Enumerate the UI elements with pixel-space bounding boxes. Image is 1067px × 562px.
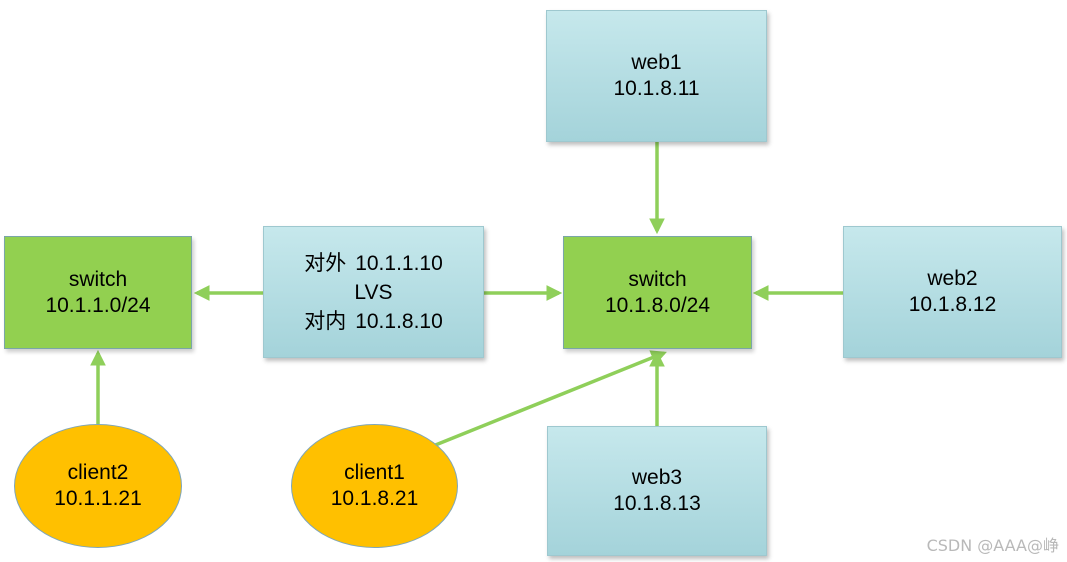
left-switch: switch 10.1.1.0/24 — [4, 236, 192, 349]
lvs-outer-ip: 10.1.1.10 — [355, 251, 443, 275]
web3-server: web3 10.1.8.13 — [547, 426, 767, 556]
web1-ip: 10.1.8.11 — [613, 77, 700, 100]
web2-name: web2 — [927, 267, 978, 290]
lvs-inner-label: 对内 — [304, 309, 347, 333]
lvs-outer-label: 对外 — [304, 251, 347, 275]
client2-ellipse: client2 10.1.1.21 — [14, 424, 182, 548]
lvs-inner-ip: 10.1.8.10 — [355, 309, 443, 333]
left-switch-subnet: 10.1.1.0/24 — [45, 293, 151, 317]
lvs-outer-row: 对外 10.1.1.10 — [304, 249, 443, 278]
client2-name: client2 — [67, 461, 129, 484]
client1-name: client1 — [344, 461, 405, 484]
lvs-inner-row: 对内 10.1.8.10 — [304, 307, 443, 336]
watermark: CSDN @AAA@峥 — [926, 536, 1059, 555]
web3-ip: 10.1.8.13 — [613, 492, 701, 515]
web1-server: web1 10.1.8.11 — [546, 10, 767, 142]
client1-ip: 10.1.8.21 — [330, 487, 419, 510]
lvs-server: 对外 10.1.1.10 LVS 对内 10.1.8.10 — [263, 226, 484, 358]
web2-ip: 10.1.8.12 — [908, 293, 997, 316]
arrow-client1-to-switch — [432, 350, 667, 448]
left-switch-name: switch — [68, 267, 128, 291]
client2-ip: 10.1.1.21 — [54, 487, 142, 510]
client1-ellipse: client1 10.1.8.21 — [291, 424, 458, 548]
right-switch-subnet: 10.1.8.0/24 — [604, 293, 711, 317]
web1-name: web1 — [631, 51, 682, 74]
web3-name: web3 — [631, 466, 683, 489]
lvs-name: LVS — [354, 280, 393, 304]
right-switch-name: switch — [628, 267, 687, 291]
right-switch: switch 10.1.8.0/24 — [563, 236, 752, 349]
web2-server: web2 10.1.8.12 — [843, 226, 1062, 358]
